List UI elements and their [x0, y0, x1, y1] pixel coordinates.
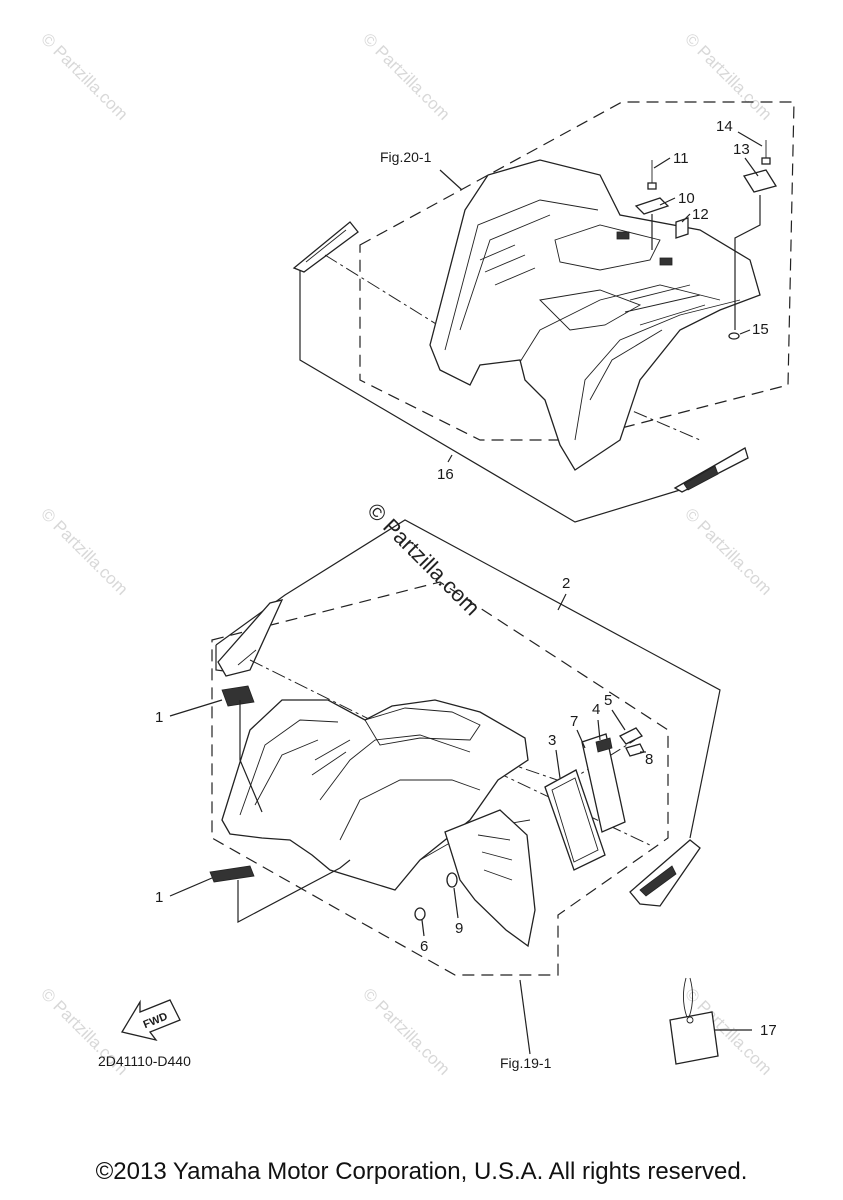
watermark: © Partzilla.com	[359, 984, 453, 1078]
callout-1-lower[interactable]: 1	[155, 889, 163, 906]
watermark: © Partzilla.com	[681, 29, 775, 123]
callout-4[interactable]: 4	[592, 701, 600, 718]
callout-5[interactable]: 5	[604, 692, 612, 709]
callout-3[interactable]: 3	[548, 732, 556, 749]
watermark: © Partzilla.com	[37, 504, 131, 598]
watermark: © Partzilla.com	[681, 504, 775, 598]
callout-17[interactable]: 17	[760, 1022, 777, 1039]
callout-14[interactable]: 14	[716, 118, 733, 135]
tag-assembly: 17	[669, 977, 777, 1065]
rear-fender-assembly	[292, 101, 795, 523]
watermark-center: © Partzilla.com	[362, 498, 485, 621]
callout-2[interactable]: 2	[562, 575, 570, 592]
callout-9[interactable]: 9	[455, 920, 463, 937]
callout-6[interactable]: 6	[420, 938, 428, 955]
fig-ref-19-1[interactable]: Fig.19-1	[500, 1055, 552, 1071]
callout-11[interactable]: 11	[673, 150, 689, 167]
diagram-code: 2D41110-D440	[98, 1053, 191, 1069]
fwd-arrow: FWD	[120, 999, 181, 1042]
callout-13[interactable]: 13	[733, 141, 750, 158]
callout-1-upper[interactable]: 1	[155, 709, 163, 726]
front-fender-assembly	[209, 519, 721, 976]
callout-10[interactable]: 10	[678, 190, 695, 207]
copyright-notice: ©2013 Yamaha Motor Corporation, U.S.A. A…	[95, 1158, 748, 1185]
fig-ref-20-1[interactable]: Fig.20-1	[380, 149, 432, 165]
watermark: © Partzilla.com	[37, 29, 131, 123]
callout-12[interactable]: 12	[692, 206, 709, 223]
callout-15[interactable]: 15	[752, 321, 769, 338]
callout-7[interactable]: 7	[570, 713, 578, 730]
top-callouts: Fig.20-1 11 10 12 13 14 15 16	[380, 118, 769, 483]
watermark: © Partzilla.com	[359, 29, 453, 123]
watermarks: © Partzilla.com © Partzilla.com © Partzi…	[37, 29, 775, 1078]
callout-16[interactable]: 16	[437, 466, 454, 483]
bottom-callouts: 1 1 2 3 4 5 6 7 8 9 Fig.19-1	[155, 575, 653, 1071]
callout-8[interactable]: 8	[645, 751, 653, 768]
